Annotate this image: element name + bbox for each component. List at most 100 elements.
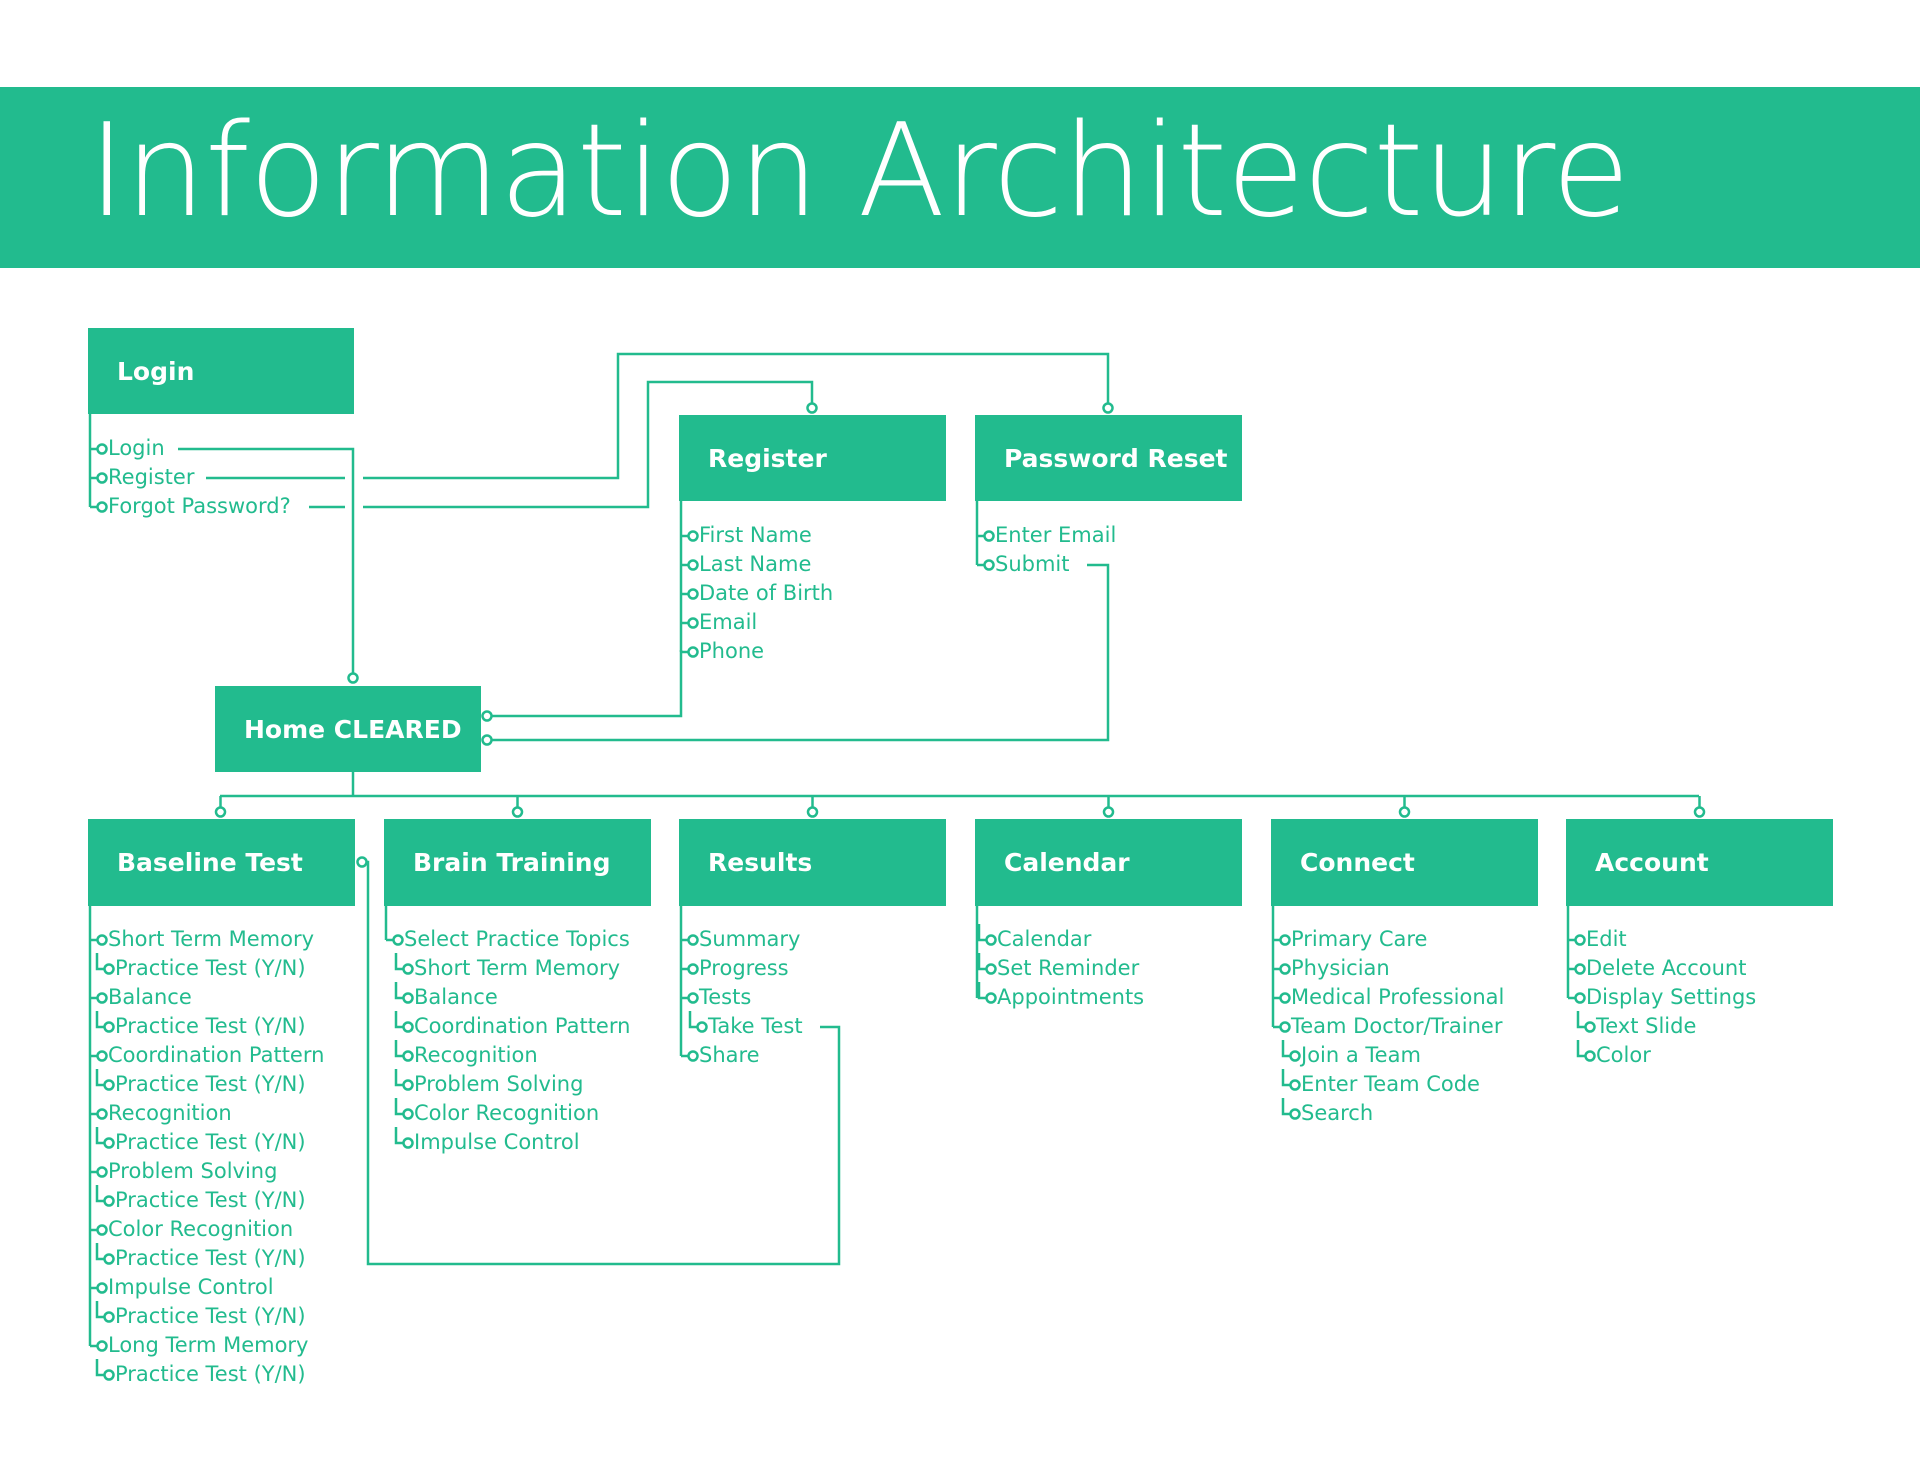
account-item[interactable]: Edit <box>1586 927 1627 951</box>
baseline-test-item[interactable]: Practice Test (Y/N) <box>115 1362 306 1386</box>
account-box[interactable]: Account <box>1566 819 1833 906</box>
baseline-test-item[interactable]: Practice Test (Y/N) <box>115 1188 306 1212</box>
brain-training-item[interactable]: Recognition <box>414 1043 538 1067</box>
account-item[interactable]: Display Settings <box>1586 985 1757 1009</box>
login-box[interactable]: Login <box>88 328 354 414</box>
login-item[interactable]: Register <box>108 465 195 489</box>
item-dot <box>96 1166 108 1178</box>
branch-line <box>394 982 404 1000</box>
baseline-test-item[interactable]: Problem Solving <box>108 1159 278 1183</box>
item-dot <box>96 1108 108 1120</box>
connect-item[interactable]: Physician <box>1291 956 1390 980</box>
connect-item[interactable]: Join a Team <box>1301 1043 1421 1067</box>
item-dot <box>402 963 414 975</box>
baseline-test-box[interactable]: Baseline Test <box>88 819 355 906</box>
item-dot <box>1289 1108 1301 1120</box>
results-item[interactable]: Summary <box>699 927 801 951</box>
item-dot <box>1279 934 1291 946</box>
baseline-test-item[interactable]: Practice Test (Y/N) <box>115 1246 306 1270</box>
register-item[interactable]: Phone <box>699 639 765 663</box>
home-box[interactable]: Home CLEARED <box>215 686 481 772</box>
item-dot <box>402 1079 414 1091</box>
connect-item[interactable]: Medical Professional <box>1291 985 1505 1009</box>
box-top-dot <box>511 806 524 818</box>
baseline-test-item[interactable]: Practice Test (Y/N) <box>115 1072 306 1096</box>
connect-item[interactable]: Team Doctor/Trainer <box>1291 1014 1503 1038</box>
calendar-item[interactable]: Set Reminder <box>997 956 1140 980</box>
account-item[interactable]: Text Slide <box>1596 1014 1697 1038</box>
baseline-test-item[interactable]: Short Term Memory <box>108 927 315 951</box>
item-dot <box>96 1340 108 1352</box>
results-item[interactable]: Tests <box>699 985 752 1009</box>
item-dot <box>103 1021 115 1033</box>
register-item[interactable]: Date of Birth <box>699 581 834 605</box>
login-item[interactable]: Login <box>108 436 165 460</box>
branch-line <box>688 1011 698 1029</box>
calendar-item[interactable]: Calendar <box>997 927 1092 951</box>
results-box[interactable]: Results <box>679 819 946 906</box>
connect-item[interactable]: Search <box>1301 1101 1374 1125</box>
connect-item[interactable]: Enter Team Code <box>1301 1072 1480 1096</box>
item-dot <box>96 1282 108 1294</box>
reset-top-dot <box>1102 402 1114 414</box>
brain-training-item[interactable]: Problem Solving <box>414 1072 584 1096</box>
baseline-test-item[interactable]: Long Term Memory <box>108 1333 309 1357</box>
item-dot <box>687 530 699 542</box>
baseline-test-item[interactable]: Practice Test (Y/N) <box>115 1304 306 1328</box>
connect-box[interactable]: Connect <box>1271 819 1538 906</box>
home-top-dot <box>347 672 359 684</box>
register-to-home-line <box>489 650 683 718</box>
brain-training-item[interactable]: Balance <box>414 985 498 1009</box>
home-right-dot <box>481 710 493 722</box>
branch-line <box>394 1069 404 1087</box>
box-top-dot <box>806 806 819 818</box>
connect-item[interactable]: Primary Care <box>1291 927 1428 951</box>
brain-training-item[interactable]: Color Recognition <box>414 1101 600 1125</box>
item-dot <box>402 1050 414 1062</box>
baseline-test-item[interactable]: Color Recognition <box>108 1217 294 1241</box>
password-reset-item[interactable]: Enter Email <box>995 523 1117 547</box>
brain-training-item[interactable]: Short Term Memory <box>414 956 621 980</box>
account-item[interactable]: Delete Account <box>1586 956 1747 980</box>
baseline-test-item[interactable]: Coordination Pattern <box>108 1043 325 1067</box>
baseline-test-item[interactable]: Impulse Control <box>108 1275 274 1299</box>
register-item[interactable]: Last Name <box>699 552 812 576</box>
login-item[interactable]: Forgot Password? <box>108 494 291 518</box>
results-item[interactable]: Share <box>699 1043 760 1067</box>
baseline-test-item[interactable]: Recognition <box>108 1101 232 1125</box>
register-item[interactable]: First Name <box>699 523 812 547</box>
brain-training-box[interactable]: Brain Training <box>384 819 651 906</box>
account-item[interactable]: Color <box>1596 1043 1651 1067</box>
baseline-test-item[interactable]: Practice Test (Y/N) <box>115 1014 306 1038</box>
item-dot <box>687 963 699 975</box>
baseline-test-item[interactable]: Practice Test (Y/N) <box>115 956 306 980</box>
branch-line <box>394 1098 404 1116</box>
home-right-dot <box>481 734 493 746</box>
calendar-box[interactable]: Calendar <box>975 819 1242 906</box>
branch-line <box>1281 1069 1291 1087</box>
results-item[interactable]: Take Test <box>708 1014 803 1038</box>
register-box[interactable]: Register <box>679 415 946 501</box>
item-dot <box>103 1311 115 1323</box>
register-item[interactable]: Email <box>699 610 758 634</box>
password-reset-item[interactable]: Submit <box>995 552 1070 576</box>
branch-line <box>95 1359 105 1377</box>
item-dot <box>1574 963 1586 975</box>
item-dot <box>1584 1021 1596 1033</box>
password-reset-box[interactable]: Password Reset <box>975 415 1242 501</box>
brain-training-item[interactable]: Select Practice Topics <box>404 927 630 951</box>
item-dot <box>103 1369 115 1381</box>
item-dot <box>96 472 108 484</box>
item-dot <box>402 1108 414 1120</box>
calendar-item[interactable]: Appointments <box>997 985 1145 1009</box>
baseline-test-item[interactable]: Balance <box>108 985 192 1009</box>
item-dot <box>687 617 699 629</box>
results-item[interactable]: Progress <box>699 956 789 980</box>
baseline-test-item[interactable]: Practice Test (Y/N) <box>115 1130 306 1154</box>
brain-training-item[interactable]: Coordination Pattern <box>414 1014 631 1038</box>
brain-training-item[interactable]: Impulse Control <box>414 1130 580 1154</box>
item-dot <box>103 1079 115 1091</box>
branch-line <box>95 1069 105 1087</box>
login-to-home-line <box>178 447 355 678</box>
